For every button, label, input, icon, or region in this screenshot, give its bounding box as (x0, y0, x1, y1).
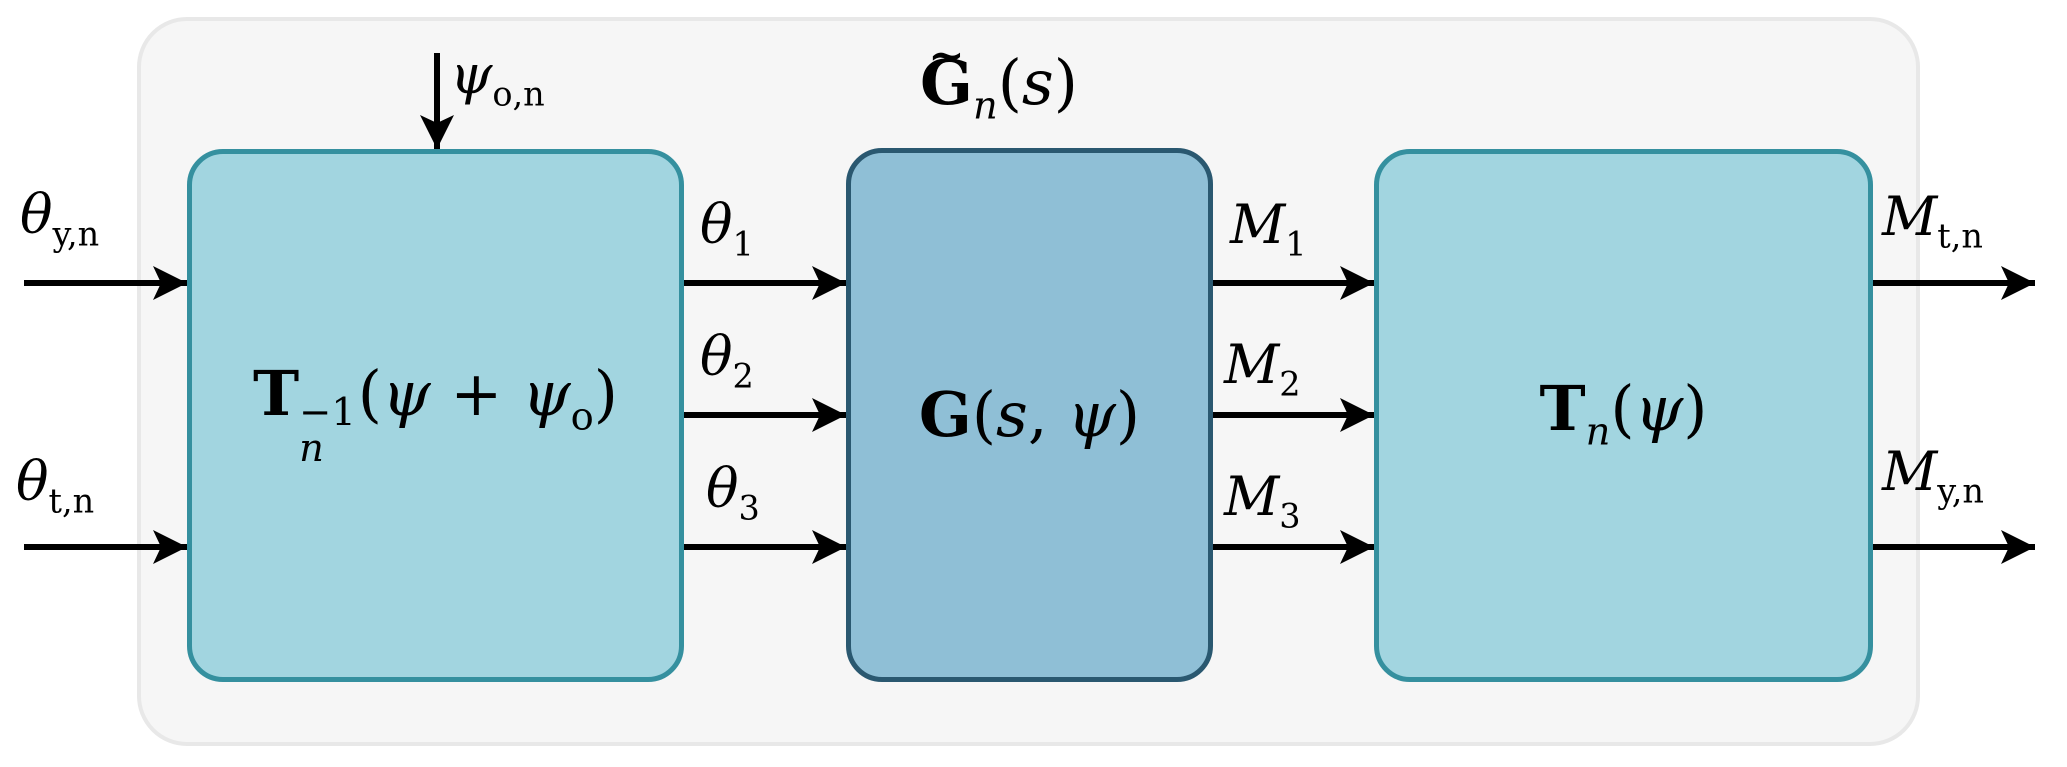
group-arg: s (1021, 46, 1054, 119)
arrowhead (2001, 530, 2035, 564)
plant-block[interactable]: G(s, ψ) (846, 148, 1213, 682)
sig-sub: t,n (48, 481, 95, 521)
sig-base: M (1230, 193, 1286, 256)
comma: , (1027, 378, 1068, 451)
plus: + (430, 357, 522, 431)
sig-base: ψ (450, 43, 493, 106)
sig-base: θ (700, 325, 733, 388)
group-symbol: G (920, 52, 973, 114)
sig-base: θ (20, 183, 53, 246)
arrowhead (812, 530, 846, 564)
sig-sub: y,n (52, 214, 100, 254)
transform-block[interactable]: Tn(ψ) (1374, 149, 1873, 682)
sig-sub: t,n (1937, 216, 1983, 256)
sig-sub: 2 (1279, 364, 1301, 404)
sig-base: M (1224, 333, 1280, 396)
t-symbol: T (253, 357, 300, 431)
group-sub: n (972, 83, 998, 129)
arrowhead (1340, 398, 1374, 432)
theta-1-label: θ1 (700, 198, 754, 261)
input-label-y: θy,n (20, 188, 99, 251)
output-label-t: Mt,n (1882, 190, 1983, 253)
sig-sub: o,n (492, 74, 545, 114)
plant-label: G(s, ψ) (919, 384, 1140, 446)
paren-open: ( (357, 357, 382, 431)
t-sub: n (1585, 410, 1611, 456)
psi-offset: ψ (522, 357, 571, 431)
sig-base: M (1224, 465, 1280, 528)
arrowhead (2001, 266, 2035, 300)
psi-arg: ψ (1634, 372, 1684, 446)
offset-label: ψo,n (450, 48, 545, 111)
moment-2-label: M2 (1224, 338, 1301, 401)
sig-sub: 3 (738, 488, 760, 528)
sig-sub: 1 (1285, 224, 1307, 264)
arrowhead (1340, 530, 1374, 564)
arrowhead (153, 530, 187, 564)
moment-3-label: M3 (1224, 470, 1301, 533)
t-sub: n (299, 426, 324, 472)
output-label-y: My,n (1882, 445, 1984, 508)
moment-1-label: M1 (1230, 198, 1307, 261)
s-arg: s (996, 378, 1028, 451)
sig-base: M (1882, 440, 1938, 503)
paren-close: ) (1115, 378, 1141, 451)
input-label-t: θt,n (16, 455, 94, 518)
psi-arg: ψ (1067, 378, 1116, 451)
sig-sub: y,n (1937, 471, 1984, 511)
theta-3-label: θ3 (706, 462, 760, 525)
paren-close: ) (1683, 372, 1708, 446)
paren-close: ) (1053, 46, 1078, 119)
paren-close: ) (593, 357, 618, 431)
sig-sub: 2 (732, 356, 754, 396)
arrowhead (812, 398, 846, 432)
theta-2-label: θ2 (700, 330, 754, 393)
paren-open: ( (971, 378, 997, 451)
sig-sub: 1 (732, 224, 754, 264)
t-sup: −1 (299, 389, 356, 435)
arrowhead (1340, 266, 1374, 300)
sig-base: θ (706, 457, 739, 520)
transform-label: Tn(ψ) (1540, 378, 1708, 452)
sig-sub: 3 (1279, 496, 1301, 536)
paren-open: ( (997, 46, 1022, 119)
t-symbol: T (1539, 372, 1586, 446)
sig-base: θ (16, 450, 49, 513)
psi-offset-sub: o (570, 394, 594, 440)
sig-base: θ (700, 193, 733, 256)
arrowhead (812, 266, 846, 300)
arrowhead (420, 115, 454, 149)
group-transfer-label: Gn(s) (920, 52, 1078, 126)
psi: ψ (382, 357, 431, 431)
g-symbol: G (918, 378, 972, 451)
paren-open: ( (1610, 372, 1635, 446)
arrowhead (153, 266, 187, 300)
sig-base: M (1882, 185, 1938, 248)
